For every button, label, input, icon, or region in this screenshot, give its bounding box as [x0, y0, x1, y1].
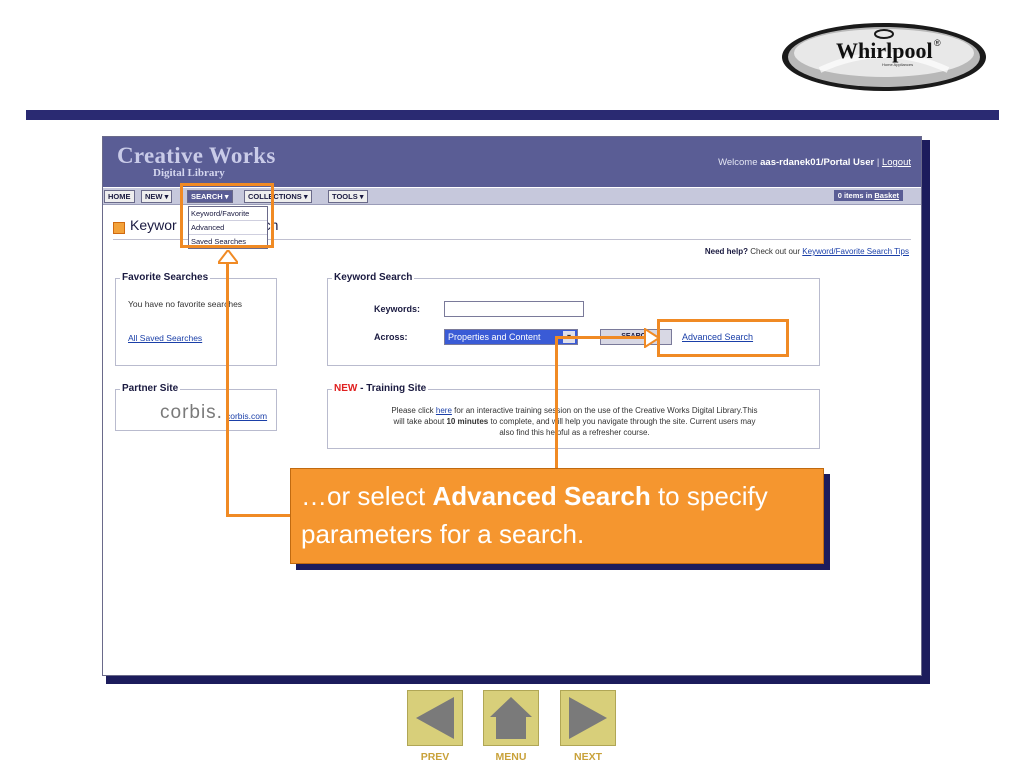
search-dropdown-menu: Keyword/Favorite Advanced Saved Searches: [188, 206, 268, 249]
training-legend-text: - Training Site: [357, 383, 427, 394]
all-saved-searches-link[interactable]: All Saved Searches: [128, 333, 203, 343]
arrow-right-icon: [644, 328, 660, 348]
help-text: Check out our: [750, 247, 801, 256]
keyword-search-panel: Keyword Search Keywords: Across: Propert…: [327, 272, 820, 366]
corbis-link[interactable]: corbis.com: [226, 411, 268, 421]
search-menu-highlight: [180, 183, 274, 248]
prev-button[interactable]: [407, 690, 463, 746]
favorite-searches-legend: Favorite Searches: [120, 272, 211, 283]
nav-collections[interactable]: COLLECTIONS ▾: [244, 190, 312, 203]
across-select-value: Properties and Content: [448, 332, 541, 342]
nav-home[interactable]: HOME: [104, 190, 135, 203]
partner-site-panel: Partner Site corbis. corbis.com: [115, 383, 277, 431]
page-title: Keywor: [130, 217, 177, 233]
welcome-bar: Welcome aas-rdanek01/Portal User | Logou…: [718, 157, 911, 168]
callout-suffix: to specify parameters for a search.: [301, 481, 768, 549]
help-line: Need help? Check out our Keyword/Favorit…: [705, 247, 909, 256]
title-divider: [113, 239, 911, 240]
new-badge: NEW: [334, 383, 358, 394]
app-header: Creative Works Digital Library Welcome a…: [103, 137, 921, 187]
corbis-logo: corbis.: [160, 402, 223, 423]
app-window: Creative Works Digital Library Welcome a…: [102, 136, 922, 676]
training-description: Please click here for an interactive tra…: [328, 405, 821, 438]
partner-site-legend: Partner Site: [120, 383, 181, 394]
logout-link[interactable]: Logout: [881, 157, 911, 168]
instruction-callout: …or select Advanced Search to specify pa…: [290, 468, 824, 564]
menu-label: MENU: [495, 751, 527, 763]
menu-item-keyword-favorite[interactable]: Keyword/Favorite: [189, 207, 267, 221]
brand-subtitle: Digital Library: [153, 167, 225, 179]
menu-item-saved-searches[interactable]: Saved Searches: [191, 237, 247, 246]
logo-text: Whirlpool: [836, 38, 933, 63]
user-name: aas-rdanek01/Portal User: [760, 157, 875, 168]
training-here-link[interactable]: here: [435, 406, 452, 415]
next-label: NEXT: [573, 751, 602, 763]
menu-button[interactable]: [483, 690, 539, 746]
whirlpool-logo: Whirlpool ® Home Appliances: [780, 20, 988, 94]
training-duration: 10 minutes: [446, 417, 489, 426]
next-arrow-icon: [569, 697, 607, 739]
top-divider: [26, 110, 999, 120]
arrow-up-icon: [218, 250, 238, 264]
training-line1-b: for an interactive training session on t…: [454, 406, 758, 415]
training-site-legend: NEW - Training Site: [332, 383, 429, 394]
keywords-label: Keywords:: [374, 304, 421, 314]
connector-vertical-left: [226, 262, 229, 517]
basket-count: 0 items in: [837, 191, 873, 200]
favorite-empty-text: You have no favorite searches: [128, 299, 243, 309]
connector-horizontal-right: [555, 336, 650, 339]
nav-search[interactable]: SEARCH ▾: [187, 190, 233, 203]
connector-horizontal-left: [226, 514, 290, 517]
page-title-icon: [113, 222, 125, 234]
logo-subtext: Home Appliances: [882, 62, 914, 67]
home-icon: [490, 697, 532, 739]
welcome-separator: |: [876, 157, 880, 168]
basket-indicator: 0 items in Basket: [833, 190, 903, 201]
help-link[interactable]: Keyword/Favorite Search Tips: [802, 247, 909, 256]
across-select[interactable]: Properties and Content ▾: [444, 329, 578, 345]
training-line1-a: Please click: [391, 406, 434, 415]
welcome-prefix: Welcome: [718, 157, 758, 168]
training-site-panel: NEW - Training Site Please click here fo…: [327, 383, 821, 449]
nav-bar: HOME NEW ▾ SEARCH ▾ COLLECTIONS ▾ TOOLS …: [103, 188, 921, 205]
training-line2-b: to complete, and will help you navigate …: [490, 417, 756, 426]
callout-prefix: …or select: [301, 481, 426, 511]
nav-new[interactable]: NEW ▾: [141, 190, 173, 203]
training-line2-a: will take about: [393, 417, 445, 426]
help-bold: Need help?: [704, 247, 748, 256]
prev-arrow-icon: [416, 697, 454, 739]
basket-link[interactable]: Basket: [874, 191, 899, 200]
advanced-search-link[interactable]: Advanced Search: [682, 332, 754, 342]
next-button[interactable]: [560, 690, 616, 746]
favorite-searches-panel: Favorite Searches You have no favorite s…: [115, 272, 277, 366]
connector-vertical-right: [555, 336, 558, 468]
training-line3: also find this helpful as a refresher co…: [499, 428, 650, 437]
callout-bold: Advanced Search: [432, 481, 651, 511]
keywords-input[interactable]: [444, 301, 584, 317]
brand-title: Creative Works: [117, 143, 276, 168]
advanced-search-highlight: [657, 319, 789, 357]
across-label: Across:: [374, 332, 408, 342]
menu-item-advanced[interactable]: Advanced: [189, 221, 267, 235]
prev-label: PREV: [420, 751, 450, 763]
logo-registered: ®: [934, 38, 941, 48]
keyword-search-legend: Keyword Search: [332, 272, 415, 283]
nav-tools[interactable]: TOOLS ▾: [328, 190, 368, 203]
